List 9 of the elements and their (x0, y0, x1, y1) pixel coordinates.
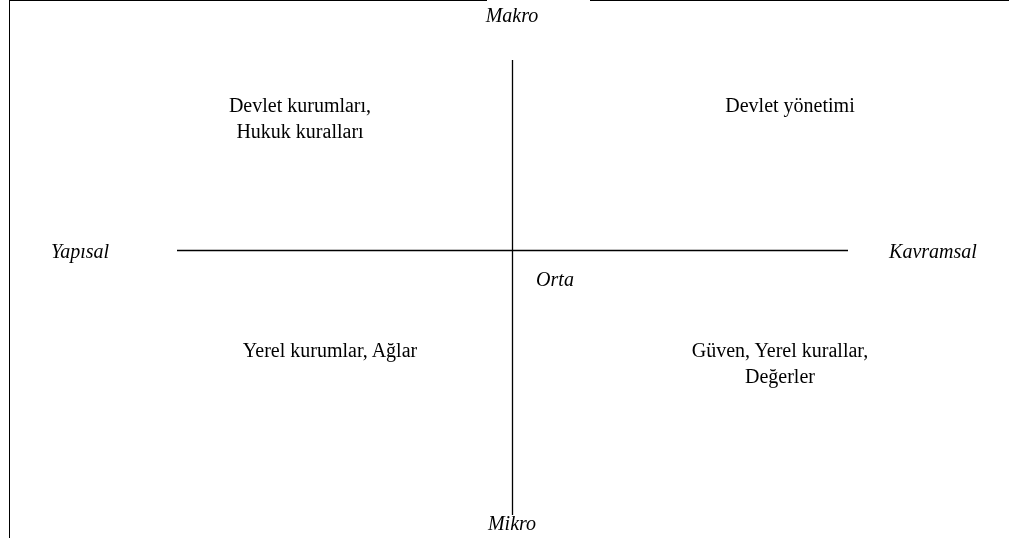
quadrant-label: Devlet yönetimi (724, 93, 856, 118)
quadrant-label: Devlet kurumları, Hukuk kuralları (227, 93, 373, 144)
axis-label: Makro (484, 3, 540, 28)
quadrant-label: Yerel kurumlar, Ağlar (241, 338, 419, 363)
axis-label: Mikro (486, 511, 538, 536)
axis-label: Orta (535, 267, 575, 292)
axis-label: Yapısal (49, 239, 111, 264)
axis-label: Kavramsal (888, 239, 978, 264)
quadrant-label: Güven, Yerel kurallar, Değerler (690, 338, 870, 389)
